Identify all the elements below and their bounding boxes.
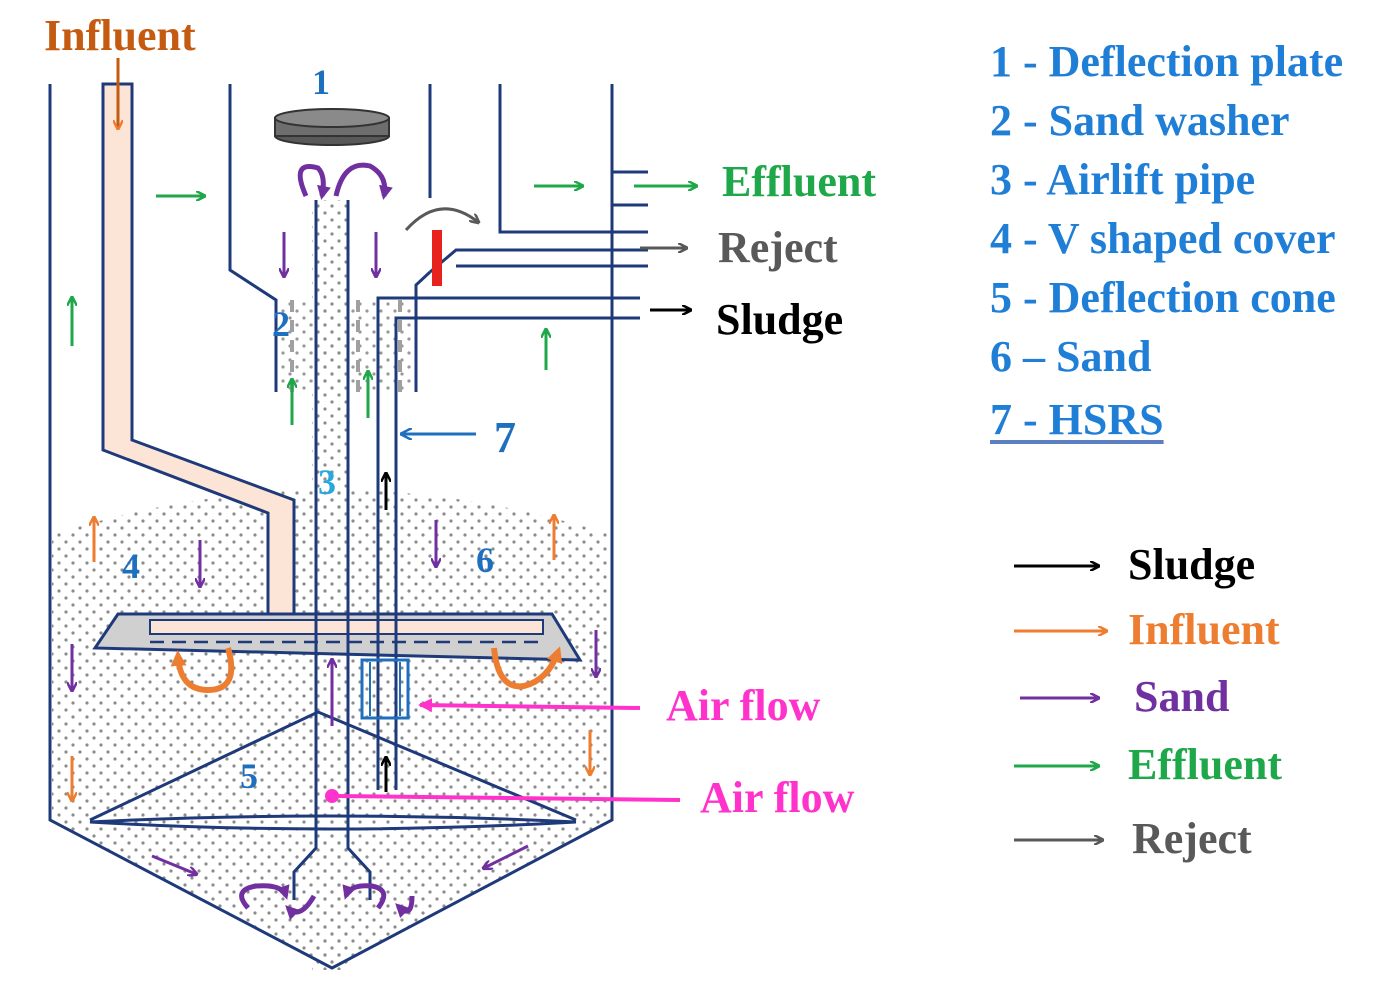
deflection-plate [274, 108, 390, 146]
marker-2: 2 [272, 304, 290, 344]
airlift-dots [312, 200, 350, 970]
marker-5: 5 [240, 756, 258, 796]
reject-pipe [429, 248, 648, 274]
legend-label-influent: Influent [1128, 605, 1280, 654]
marker-3: 3 [318, 462, 336, 502]
marker-7: 7 [494, 413, 516, 462]
key-item-7: 7 - HSRS [990, 395, 1164, 444]
reject-valve [432, 230, 442, 286]
effluent-arrows [72, 186, 696, 425]
influent-flow-arrows [72, 516, 590, 800]
key-item-5: 5 - Deflection cone [990, 273, 1336, 322]
key-item-4: 4 - V shaped cover [990, 214, 1336, 263]
air-flow-label-1: Air flow [666, 681, 821, 730]
marker-6: 6 [476, 540, 494, 580]
key-item-2: 2 - Sand washer [990, 96, 1290, 145]
sand-washer-lamellae [290, 300, 402, 392]
marker-1: 1 [312, 62, 330, 102]
key-item-3: 3 - Airlift pipe [990, 155, 1256, 204]
effluent-label: Effluent [722, 157, 876, 206]
legend-label-effluent: Effluent [1128, 740, 1282, 789]
marker-4: 4 [122, 546, 140, 586]
sludge-label: Sludge [716, 295, 843, 344]
hsrs-pipe [376, 296, 640, 790]
air-flow-lines [333, 698, 681, 802]
effluent-channel [498, 84, 648, 234]
deflection-cone [89, 710, 577, 831]
hsrs-intake [360, 658, 410, 720]
key-item-1: 1 - Deflection plate [990, 37, 1344, 86]
reject-arrows [404, 207, 686, 248]
legend-label-sand: Sand [1134, 672, 1230, 721]
wash-column [228, 84, 432, 392]
key-item-6: 6 – Sand [990, 332, 1152, 381]
legend-arrows [1014, 566, 1106, 840]
reject-label: Reject [718, 223, 838, 272]
influent-label: Influent [44, 11, 196, 60]
sludge-arrows [386, 310, 690, 792]
legend-label-sludge: Sludge [1128, 540, 1256, 589]
sand-arrows [72, 162, 596, 921]
air-flow-label-2: Air flow [700, 773, 855, 822]
outer-tank [48, 84, 614, 970]
legend-label-reject: Reject [1132, 814, 1252, 863]
